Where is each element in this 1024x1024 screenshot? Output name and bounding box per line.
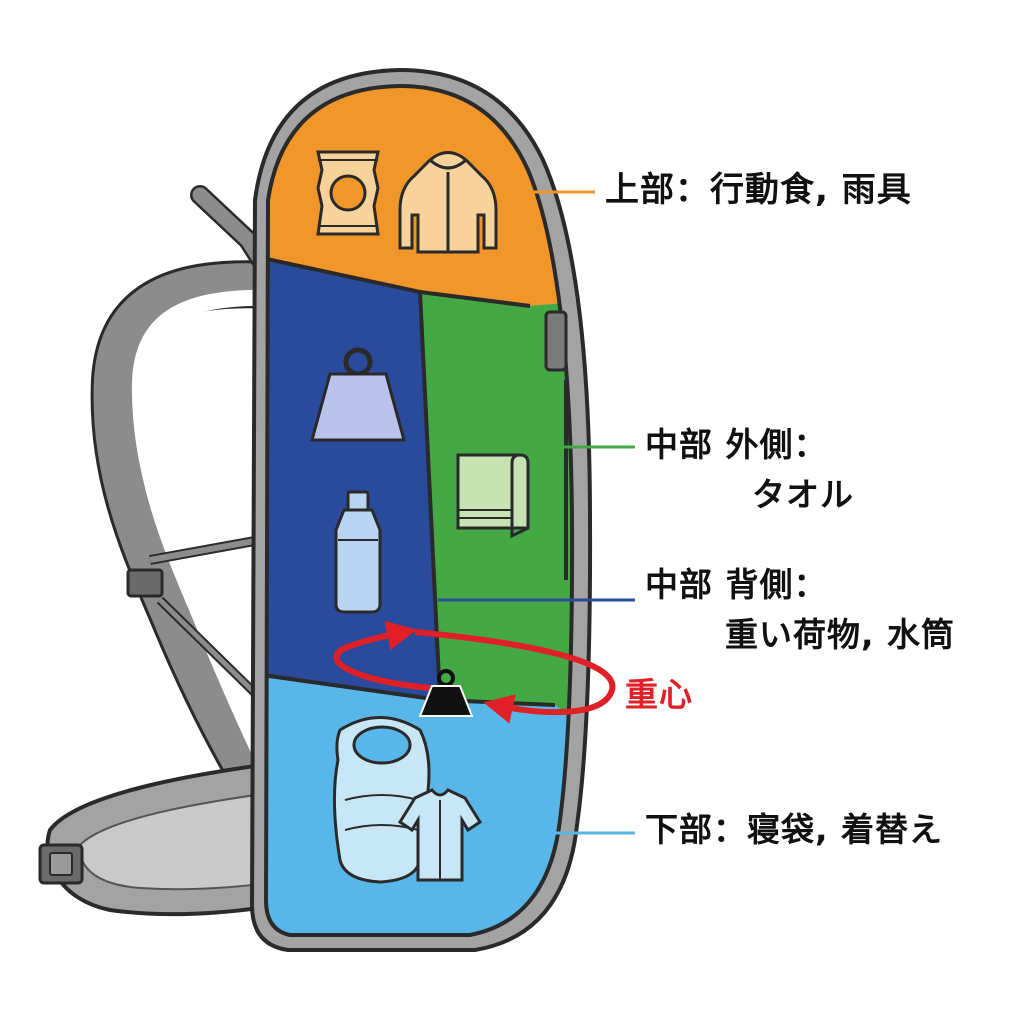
side-strap xyxy=(544,310,568,580)
water-bottle-icon xyxy=(334,490,382,614)
snack-bag-icon xyxy=(316,150,380,236)
top-zone-label: 上部：行動食, 雨具 xyxy=(605,170,912,210)
shoulder-strap xyxy=(90,185,296,814)
middle-outer-label: 中部 外側： xyxy=(645,425,828,464)
shirt-icon xyxy=(397,788,483,882)
hip-belt xyxy=(38,757,302,917)
towel-icon xyxy=(456,453,530,539)
middle-outer-label-items: タオル xyxy=(752,475,854,514)
weight-icon xyxy=(310,347,406,442)
middle-back-label: 中部 背側： xyxy=(645,565,828,604)
cog-weight-icon xyxy=(418,669,474,717)
rain-jacket-icon xyxy=(398,151,498,254)
middle-back-label-items: 重い荷物, 水筒 xyxy=(725,615,956,654)
cog-rotation-arrows xyxy=(333,620,616,724)
center-of-gravity-label: 重心 xyxy=(625,675,693,714)
bottom-zone-label: 下部：寝袋, 着替え xyxy=(645,810,944,849)
middle-back-zone xyxy=(266,255,440,700)
